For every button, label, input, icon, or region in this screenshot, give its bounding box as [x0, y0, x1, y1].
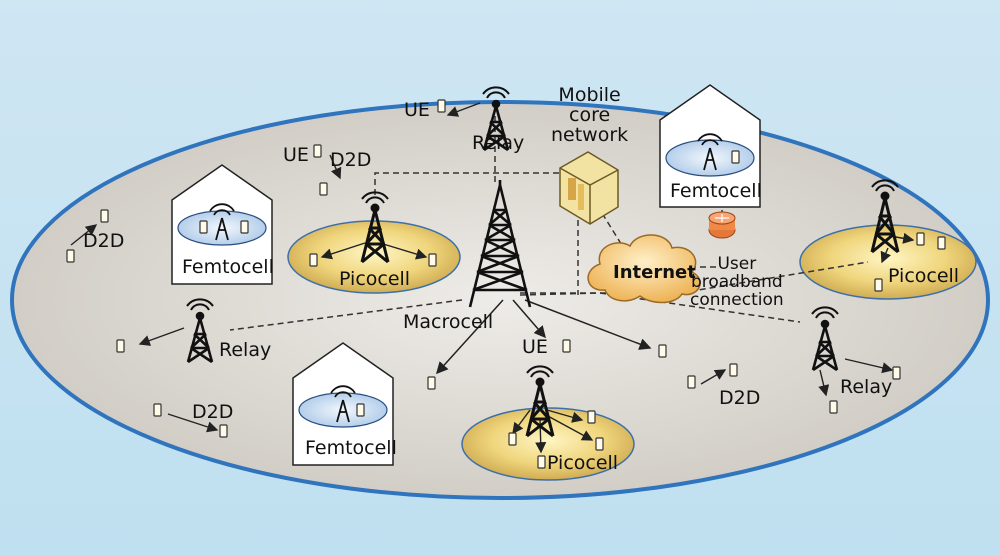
picocell-tower-icon-left: [360, 191, 390, 264]
ue-label-top: UE: [404, 99, 430, 121]
user-broadband-label: User broadband connection: [690, 254, 784, 310]
picocell-area-right: [799, 224, 977, 300]
macrocell-label: Macrocell: [403, 311, 494, 333]
femtocell-house-left: [171, 164, 273, 285]
femtocell-house-top: [659, 84, 761, 208]
relay-label-top: Relay: [472, 132, 525, 154]
picocell-label-left: Picocell: [339, 268, 411, 290]
relay-tower-icon-right: [811, 306, 839, 372]
d2d-label-bottom-left: D2D: [192, 401, 234, 423]
d2d-label-top: D2D: [330, 149, 372, 171]
relay-tower-icon-left: [186, 298, 214, 364]
picocell-label-bottom: Picocell: [547, 452, 619, 474]
femtocell-label-left: Femtocell: [182, 256, 274, 278]
device-links: [70, 102, 915, 454]
user-broadband-line-3: connection: [690, 289, 784, 310]
picocell-area-bottom: [461, 407, 635, 481]
ue-devices: [66, 99, 946, 469]
internet-cloud-icon: [587, 234, 701, 304]
relay-label-left: Relay: [219, 339, 272, 361]
ue-label-left: UE: [283, 144, 309, 166]
relay-label-right: Relay: [840, 376, 893, 398]
d2d-label-left: D2D: [83, 230, 125, 252]
d2d-label-bottom-right: D2D: [719, 387, 761, 409]
picocell-tower-icon-right: [870, 179, 900, 254]
internet-label: Internet: [613, 262, 696, 283]
femtocell-house-bottom: [292, 342, 394, 466]
mobile-core-line-3: network: [551, 123, 629, 146]
user-broadband-line-1: User: [717, 254, 757, 274]
mobile-core-line-1: Mobile: [558, 84, 621, 106]
mobile-core-label: Mobile core network: [551, 84, 629, 146]
picocell-area-left: [287, 220, 461, 294]
femtocell-label-bottom: Femtocell: [305, 437, 397, 459]
macrocell-links: [435, 299, 652, 375]
femto-ap-icons: [209, 133, 723, 423]
picocell-tower-icon-bottom: [525, 365, 555, 438]
router-icon: [708, 211, 736, 239]
mobile-core-server-icon: [559, 151, 619, 225]
picocell-label-right: Picocell: [888, 265, 960, 287]
femtocell-label-top: Femtocell: [670, 180, 762, 202]
user-broadband-line-2: broadband: [690, 271, 783, 292]
ue-label-center: UE: [522, 336, 548, 358]
mobile-core-line-2: core: [569, 103, 611, 126]
relay-tower-icon-top: [482, 86, 510, 152]
macrocell-tower-icon: [468, 180, 532, 308]
